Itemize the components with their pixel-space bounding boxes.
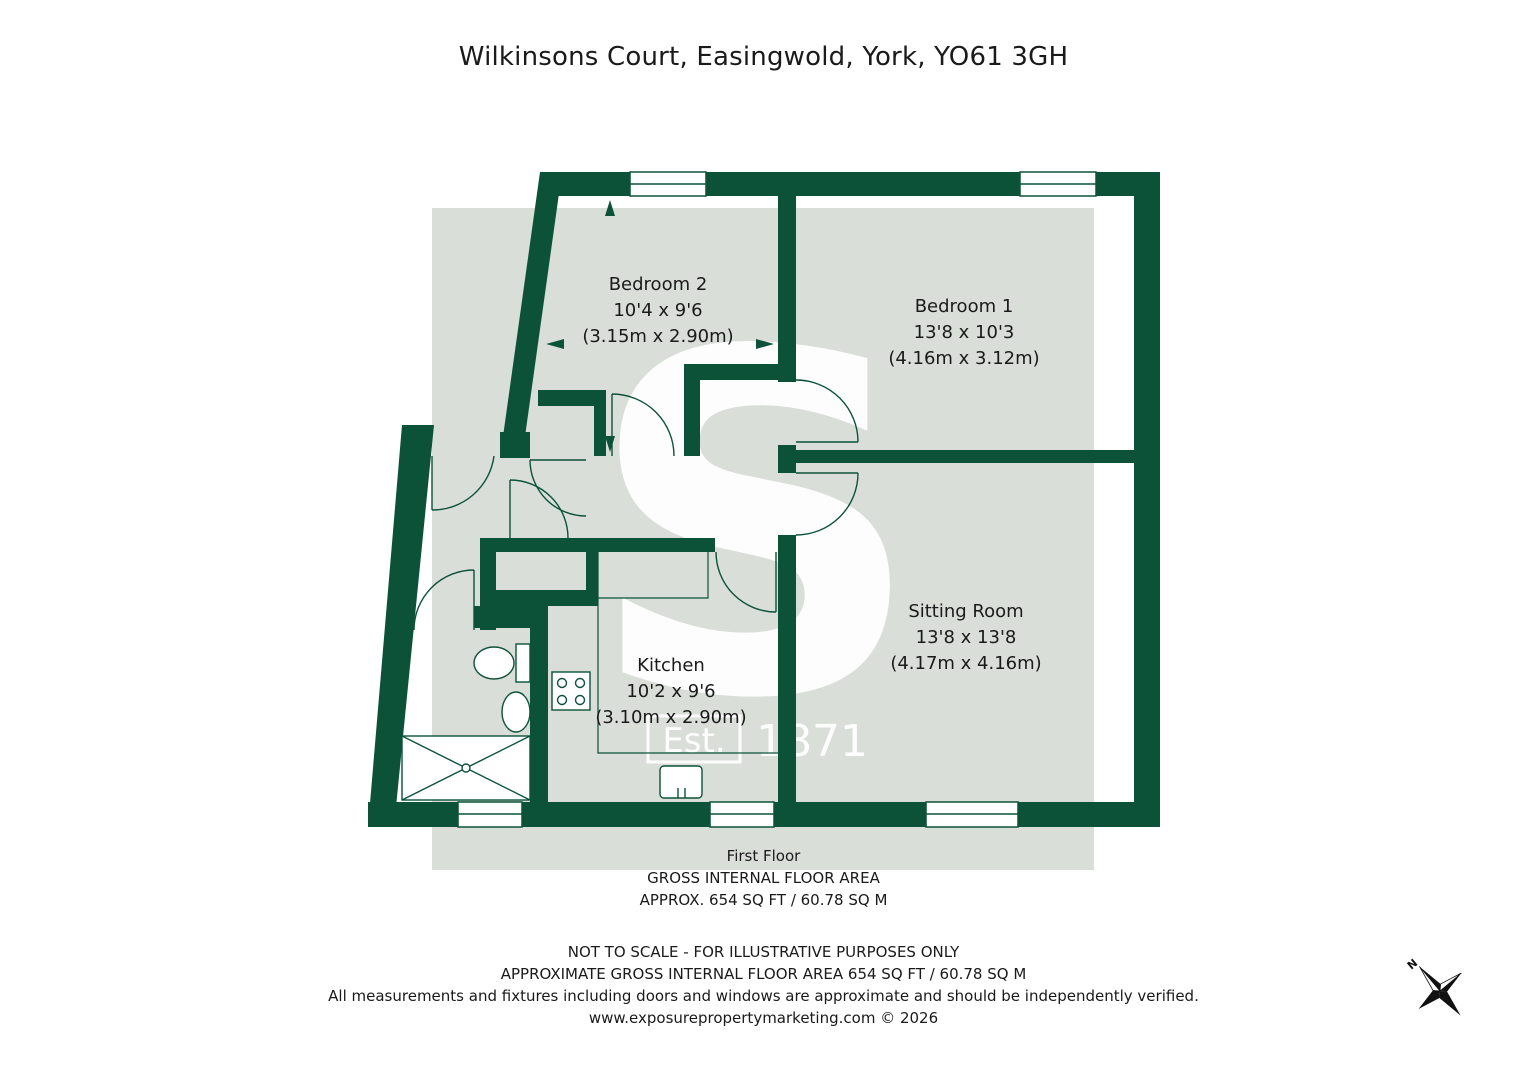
disclaimer-line-4: www.exposurepropertymarketing.com © 2026: [588, 1009, 939, 1027]
dimension-arrows: [546, 200, 774, 452]
watermark-est-label: Est.: [662, 721, 725, 761]
watermark-letter: S: [586, 254, 925, 801]
floor-area-heading: GROSS INTERNAL FLOOR AREA: [647, 869, 880, 887]
window-bedroom-1: [1019, 171, 1097, 197]
window-kitchen: [709, 801, 775, 828]
compass-north-label: N: [1405, 956, 1420, 972]
room-label-bedroom-1: Bedroom 1 13'8 x 10'3 (4.16m x 3.12m): [888, 296, 1039, 369]
room-label-sitting-room: Sitting Room 13'8 x 13'8 (4.17m x 4.16m): [890, 601, 1041, 674]
floor-name: First Floor: [726, 847, 801, 865]
arrow-bedroom2-left: [546, 339, 564, 349]
hob: [551, 671, 591, 711]
svg-text:13'8 x 10'3: 13'8 x 10'3: [914, 322, 1015, 343]
arrow-bedroom2-bottom: [605, 436, 615, 452]
svg-text:Sitting Room: Sitting Room: [908, 601, 1023, 622]
wash-basin: [501, 691, 531, 733]
windows: [457, 171, 1097, 828]
svg-text:Bedroom 1: Bedroom 1: [915, 296, 1014, 317]
shower-tray: [401, 735, 531, 801]
door-entrance: [431, 455, 495, 511]
fixtures: [401, 643, 703, 801]
svg-text:Kitchen: Kitchen: [637, 655, 705, 676]
door-sitting-room: [795, 472, 859, 536]
floor-info: First Floor GROSS INTERNAL FLOOR AREA AP…: [0, 845, 1527, 911]
door-hall-inner: [509, 479, 569, 539]
disclaimer-line-1: NOT TO SCALE - FOR ILLUSTRATIVE PURPOSES…: [567, 943, 960, 961]
door-bedroom-2: [611, 393, 675, 457]
svg-text:(4.16m x 3.12m): (4.16m x 3.12m): [888, 348, 1039, 369]
svg-text:10'2 x 9'6: 10'2 x 9'6: [626, 681, 715, 702]
room-label-kitchen: Kitchen 10'2 x 9'6 (3.10m x 2.90m): [595, 655, 746, 728]
svg-text:Bedroom 2: Bedroom 2: [609, 274, 708, 295]
page-title: Wilkinsons Court, Easingwold, York, YO61…: [458, 42, 1069, 72]
window-bathroom: [457, 801, 523, 828]
door-cupboard: [529, 459, 587, 517]
floor-area-value: APPROX. 654 SQ FT / 60.78 SQ M: [639, 891, 888, 909]
disclaimer: NOT TO SCALE - FOR ILLUSTRATIVE PURPOSES…: [0, 941, 1527, 1029]
kitchen-sink: [659, 765, 703, 799]
door-bathroom: [413, 569, 475, 631]
watermark-year: 1871: [756, 716, 868, 767]
disclaimer-line-2: APPROXIMATE GROSS INTERNAL FLOOR AREA 65…: [500, 965, 1027, 983]
svg-text:(3.15m x 2.90m): (3.15m x 2.90m): [582, 326, 733, 347]
svg-text:10'4 x 9'6: 10'4 x 9'6: [613, 300, 702, 321]
window-bedroom-2: [629, 171, 707, 197]
toilet: [473, 643, 531, 683]
watermark: S Est. 1871: [586, 254, 925, 801]
kitchen-worktop: [597, 552, 778, 754]
svg-text:13'8 x 13'8: 13'8 x 13'8: [916, 627, 1017, 648]
door-kitchen: [715, 551, 777, 613]
compass-icon: N: [1405, 956, 1462, 1016]
watermark-est-box: [646, 714, 742, 764]
window-sitting-room: [925, 801, 1019, 828]
room-label-bedroom-2: Bedroom 2 10'4 x 9'6 (3.15m x 2.90m): [582, 274, 733, 347]
door-bedroom-1: [795, 379, 859, 443]
arrow-bedroom2-top: [605, 200, 615, 216]
svg-text:(3.10m x 2.90m): (3.10m x 2.90m): [595, 707, 746, 728]
arrow-bedroom2-right: [756, 339, 774, 349]
svg-text:(4.17m x 4.16m): (4.17m x 4.16m): [890, 653, 1041, 674]
doors: [413, 379, 859, 631]
disclaimer-line-3: All measurements and fixtures including …: [328, 987, 1199, 1005]
